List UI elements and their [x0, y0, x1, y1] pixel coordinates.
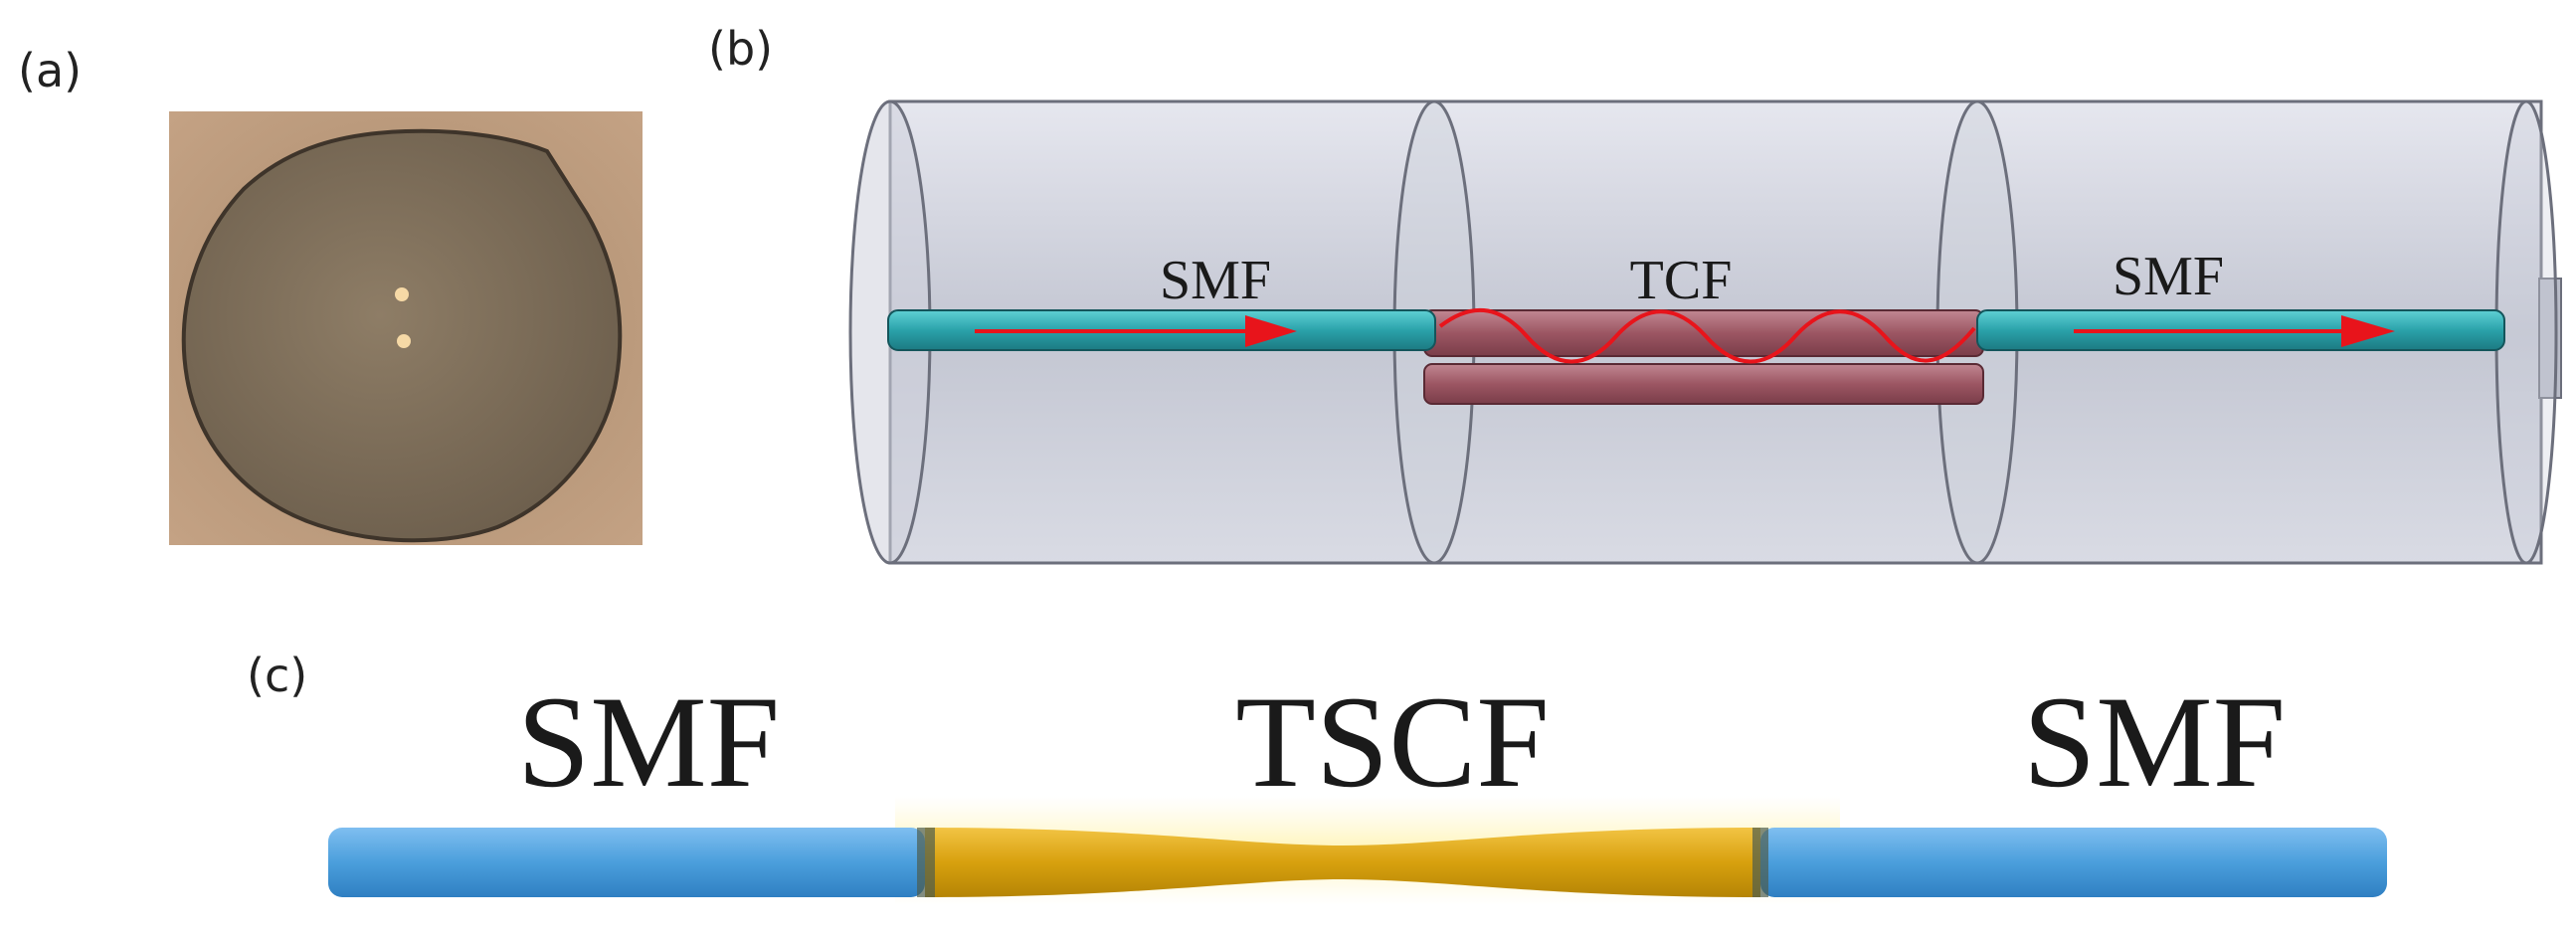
taper-tscf-section [925, 828, 1760, 897]
label-b-smf-right: SMF [2113, 246, 2224, 307]
panel-b-tcf-structure: SMF TCF SMF [848, 99, 2562, 565]
panel-label-b: (b) [708, 22, 774, 76]
splice-left [917, 828, 935, 897]
panel-c-tapered-structure: SMF TSCF SMF [328, 668, 2387, 905]
fiber-core-lower [397, 334, 411, 348]
taper-smf-right [1760, 828, 2387, 897]
label-b-smf-left: SMF [1160, 250, 1271, 311]
coupled-light-wave [1438, 307, 1976, 364]
panel-label-a: (a) [18, 44, 83, 97]
label-b-tcf: TCF [1630, 250, 1733, 311]
label-c-smf-right: SMF [2023, 668, 2286, 815]
taper-smf-left [328, 828, 925, 897]
splice-right [1752, 828, 1768, 897]
light-arrow-input [1245, 315, 1297, 347]
label-c-smf-left: SMF [517, 668, 780, 815]
fiber-core-upper [395, 287, 409, 301]
panel-label-c: (c) [247, 649, 308, 702]
label-c-tscf: TSCF [1235, 668, 1550, 815]
panel-a-micrograph [169, 111, 643, 545]
light-arrow-output [2341, 315, 2395, 347]
tcf-lower-core [1423, 363, 1984, 405]
